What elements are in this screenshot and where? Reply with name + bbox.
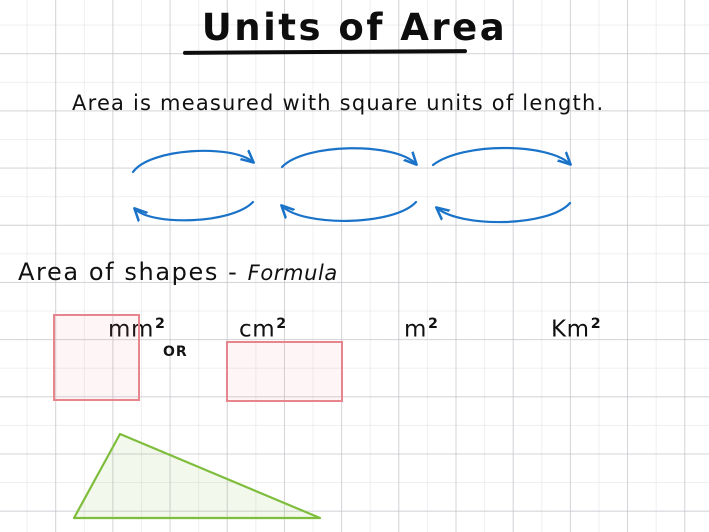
unit-label-cm2: cm2 xyxy=(239,316,287,343)
triangle-shape xyxy=(72,432,322,520)
unit-base: Km xyxy=(551,316,590,343)
unit-label-m2: m2 xyxy=(404,316,439,343)
or-label: OR xyxy=(163,344,188,360)
unit-label-km2: Km2 xyxy=(551,316,601,343)
unit-exponent: 2 xyxy=(428,316,439,332)
rectangle-shape xyxy=(226,341,343,402)
unit-base: mm xyxy=(108,316,155,343)
section-heading-formula: Formula xyxy=(247,261,338,285)
unit-exponent: 2 xyxy=(590,316,602,332)
title-underline xyxy=(182,49,468,55)
units-chain: mm2 cm2 m2 Km2 xyxy=(0,140,709,343)
square-shape xyxy=(53,314,140,401)
unit-base: m xyxy=(404,316,428,343)
section-heading: Area of shapes - Formula xyxy=(18,258,338,286)
unit-exponent: 2 xyxy=(155,316,166,332)
page-title: Units of Area xyxy=(201,6,508,49)
unit-exponent: 2 xyxy=(276,316,287,332)
unit-label-mm2: mm2 xyxy=(108,316,166,343)
section-heading-main: Area of shapes - xyxy=(18,258,248,286)
subtitle-text: Area is measured with square units of le… xyxy=(72,91,605,115)
unit-base: cm xyxy=(239,316,276,343)
